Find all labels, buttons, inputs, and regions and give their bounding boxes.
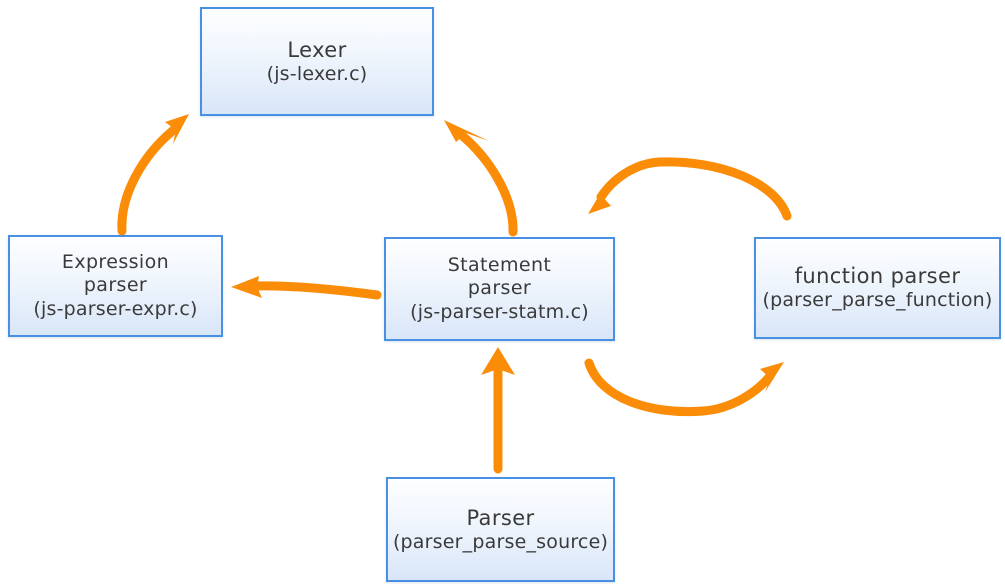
node-lexer-title: Lexer xyxy=(287,37,347,62)
node-expression-parser-subtitle: (js-parser-expr.c) xyxy=(33,297,198,320)
edge-statement-to-expression xyxy=(231,276,382,300)
node-statement-parser-title: Statement xyxy=(447,253,552,276)
node-expression-parser-title2: parser xyxy=(83,274,148,297)
node-function-parser-subtitle: (parser_parse_function) xyxy=(762,289,993,312)
edge-parser-to-statement xyxy=(481,347,515,474)
node-expression-parser[interactable]: Expression parser (js-parser-expr.c) xyxy=(8,235,223,337)
node-function-parser-title: function parser xyxy=(794,264,961,289)
node-parser-subtitle: (parser_parse_source) xyxy=(392,530,609,553)
node-parser[interactable]: Parser (parser_parse_source) xyxy=(386,477,615,582)
node-statement-parser[interactable]: Statement parser (js-parser-statm.c) xyxy=(384,237,615,341)
node-lexer[interactable]: Lexer (js-lexer.c) xyxy=(200,7,434,116)
node-statement-parser-title2: parser xyxy=(467,277,532,300)
node-parser-title: Parser xyxy=(466,505,535,530)
node-function-parser[interactable]: function parser (parser_parse_function) xyxy=(754,237,1001,339)
edge-statement-to-lexer xyxy=(444,120,518,237)
edge-function-to-statement xyxy=(588,157,792,221)
node-statement-parser-subtitle: (js-parser-statm.c) xyxy=(410,300,589,323)
edge-statement-to-function xyxy=(584,358,784,417)
node-expression-parser-title: Expression xyxy=(61,250,170,273)
node-lexer-subtitle: (js-lexer.c) xyxy=(266,62,368,85)
edge-expression-to-lexer xyxy=(117,114,189,236)
